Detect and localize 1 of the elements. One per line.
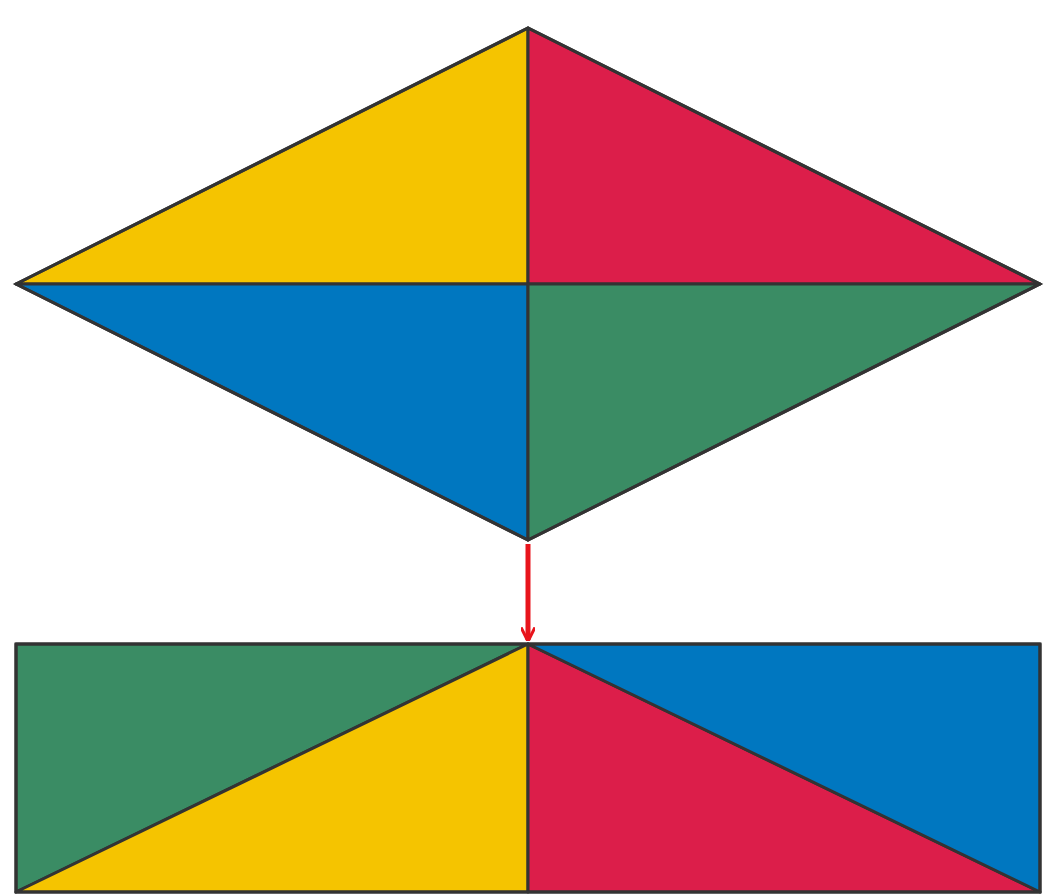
arrow [519, 544, 537, 643]
